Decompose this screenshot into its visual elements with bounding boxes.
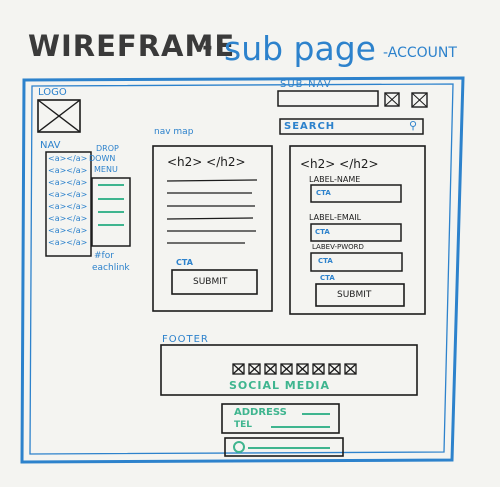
contact-box bbox=[224, 437, 344, 457]
magnifier-icon: ⚲ bbox=[409, 119, 418, 132]
left-panel-heading: <h2> </h2> bbox=[167, 155, 246, 169]
title-wireframe: WIREFRAME bbox=[28, 29, 236, 63]
address-box bbox=[221, 403, 340, 434]
left-content-panel bbox=[152, 145, 273, 312]
dropdown-label-3: MENU bbox=[94, 165, 118, 174]
logo-placeholder bbox=[37, 99, 81, 133]
footer-bar bbox=[160, 344, 418, 396]
subnav-icon-1 bbox=[384, 92, 400, 107]
password-input bbox=[310, 252, 403, 272]
dropdown-note-2: eachlink bbox=[92, 263, 130, 273]
logo-label: LOGO bbox=[38, 87, 67, 98]
name-field-label: LABEL-NAME bbox=[309, 175, 361, 184]
social-media-label: SOCIAL MEDIA bbox=[229, 379, 330, 392]
right-submit-button[interactable]: SUBMIT bbox=[337, 290, 372, 300]
page-frame bbox=[20, 76, 465, 464]
nav-link: <a></a> bbox=[48, 190, 88, 199]
nav-link: <a></a> bbox=[48, 166, 88, 175]
nav-link: <a></a> bbox=[48, 226, 88, 235]
email-field-cta[interactable]: CTA bbox=[315, 228, 330, 236]
dropdown-lines bbox=[98, 184, 124, 226]
nav-link: <a></a> bbox=[48, 238, 88, 247]
password-field-cta[interactable]: CTA bbox=[318, 257, 333, 265]
nav-link: <a></a> bbox=[48, 214, 88, 223]
tel-label: TEL bbox=[234, 420, 253, 430]
title-account: -ACCOUNT bbox=[383, 45, 457, 61]
footer-label: FOOTER bbox=[162, 334, 209, 345]
password-field-label: LABEV-PWORD bbox=[312, 243, 364, 251]
submit-cta-label: CTA bbox=[320, 274, 335, 282]
search-bar bbox=[279, 118, 424, 135]
email-field-label: LABEL-EMAIL bbox=[309, 213, 362, 222]
dropdown-note-1: #for bbox=[94, 251, 114, 261]
title-dash: - bbox=[202, 32, 213, 62]
left-submit-button[interactable]: SUBMIT bbox=[193, 277, 228, 287]
subnav-label: SUB-NAV bbox=[280, 79, 332, 90]
dropdown-label-2: DOWN bbox=[89, 154, 116, 163]
right-panel-heading: <h2> </h2> bbox=[300, 157, 379, 171]
nav-link: <a></a> bbox=[48, 154, 88, 163]
left-cta-label: CTA bbox=[176, 258, 193, 267]
email-input bbox=[310, 223, 402, 242]
nav-label: NAV bbox=[40, 140, 61, 151]
navmap-label: nav map bbox=[154, 127, 194, 137]
name-field-cta[interactable]: CTA bbox=[316, 189, 331, 197]
address-label: ADDRESS bbox=[234, 407, 287, 418]
social-icons bbox=[232, 363, 357, 375]
dropdown-menu bbox=[91, 177, 131, 247]
left-text-lines bbox=[166, 179, 258, 244]
nav-column bbox=[45, 151, 92, 257]
dropdown-label-1: DROP bbox=[96, 144, 119, 153]
title-sub-page: sub page bbox=[224, 29, 376, 68]
right-content-panel bbox=[289, 145, 426, 315]
nav-link: <a></a> bbox=[48, 202, 88, 211]
right-submit-box bbox=[315, 283, 405, 307]
subnav-icon-2 bbox=[411, 92, 428, 108]
search-label: SEARCH bbox=[284, 121, 336, 132]
name-input bbox=[310, 184, 402, 203]
nav-link: <a></a> bbox=[48, 178, 88, 187]
left-submit-box bbox=[171, 269, 258, 295]
subnav-bar bbox=[277, 90, 379, 107]
nav-links-list: <a></a> <a></a> <a></a> <a></a> <a></a> … bbox=[48, 155, 92, 251]
